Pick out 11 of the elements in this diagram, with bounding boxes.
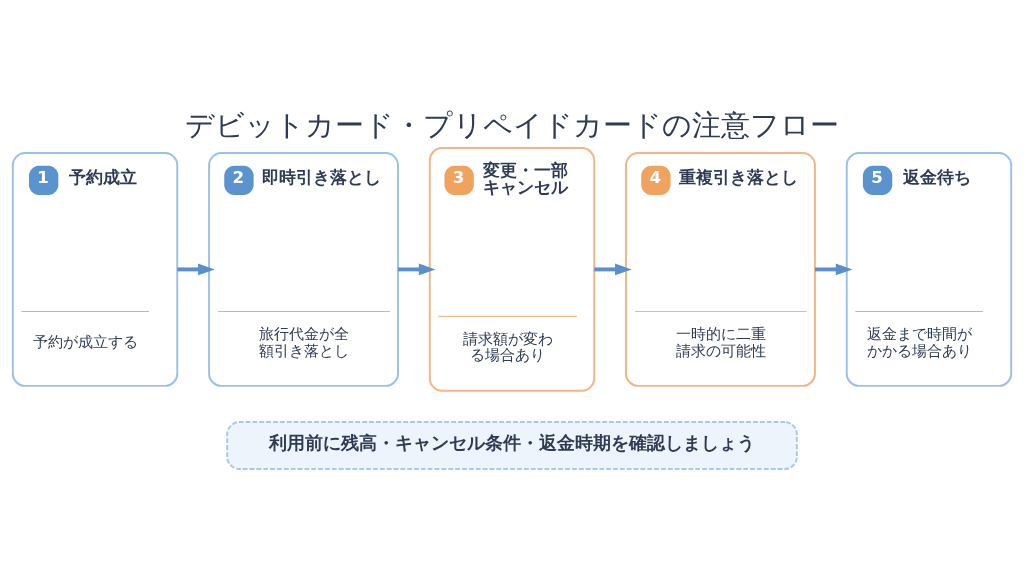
node-box: 1 予約成立 予約が成立する — [11, 151, 179, 387]
arrow — [398, 263, 436, 275]
node-box: 4 重複引き落とし 一時的に二重請求の可能性 — [625, 151, 816, 387]
node-box: 3 変更・一部キャンセル 請求額が変わる場合あり — [428, 146, 596, 392]
node-box: 利用前に残高・キャンセル条件・返金時期を確認しましょう — [226, 420, 798, 470]
diagram-title: デビットカード・プリペイドカードの注意フロー — [185, 107, 839, 142]
node-box: 2 即時引き落とし 旅行代金が全額引き落とし — [208, 151, 399, 387]
arrow — [594, 263, 632, 275]
arrow — [814, 263, 853, 275]
arrow — [177, 263, 215, 275]
node-box: 5 返金待ち 返金まで時間がかかる場合あり — [845, 151, 1013, 387]
